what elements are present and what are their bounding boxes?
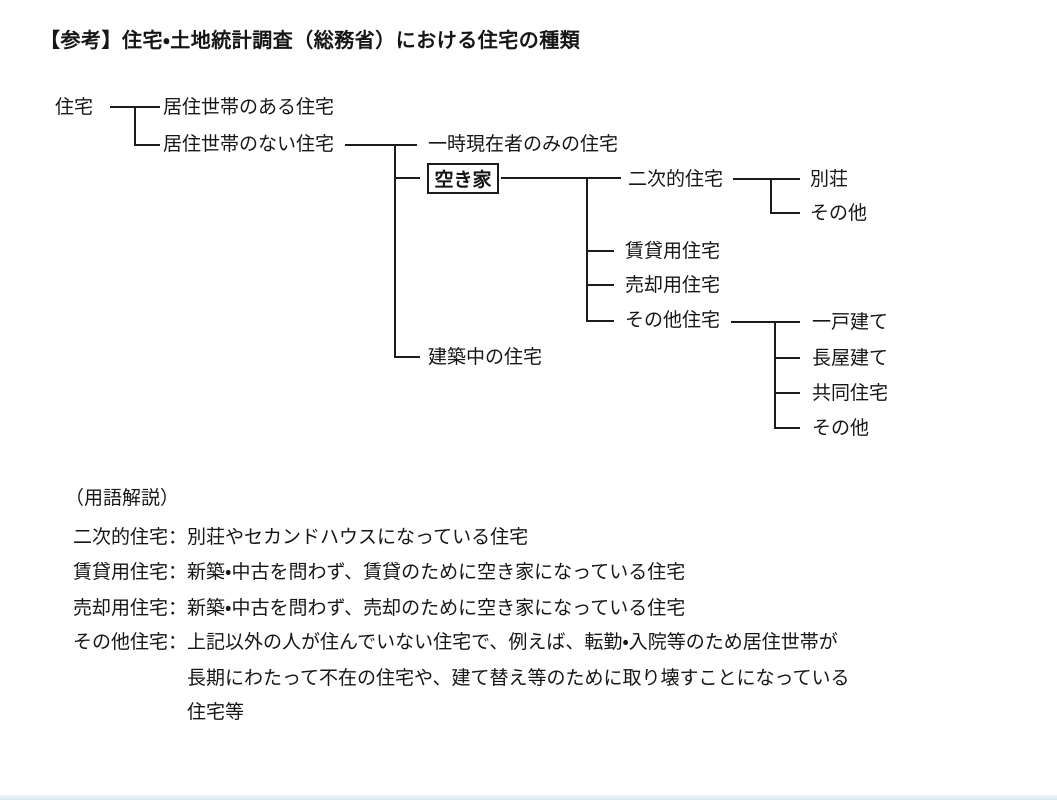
glossary-term: 売却用住宅 [73, 597, 169, 619]
tree-node-other-housing-other: その他 [812, 417, 870, 439]
connector-root-vertical [134, 106, 136, 146]
tree-node-detached: 一戸建て [812, 311, 889, 333]
glossary-entry-for-sale: 売却用住宅：新築・中古を問わず、売却のために空き家になっている住宅 [73, 595, 685, 621]
tree-node-root: 住宅 [55, 96, 94, 118]
glossary-definition-continuation: 長期にわたって不在の住宅や、建て替え等のために取り壊すことになっている [187, 667, 850, 689]
tree-node-vacant-box: 空き家 [427, 163, 499, 194]
tree-node-other-housing: その他住宅 [625, 309, 721, 331]
connector-for-rent-tick [586, 250, 614, 252]
glossary-definition: 上記以外の人が住んでいない住宅で、例えば、転勤・入院等のため居住世帯が [187, 631, 838, 653]
tree-node-vacant-label: 空き家 [434, 169, 492, 191]
connector-unoccupied-top [345, 144, 417, 146]
glossary-entry-secondary: 二次的住宅：別荘やセカンドハウスになっている住宅 [73, 524, 528, 550]
connector-other-tick [774, 427, 800, 429]
glossary-heading: （用語解説） [65, 487, 180, 509]
glossary-definition: 新築・中古を問わず、賃貸のために空き家になっている住宅 [187, 561, 686, 583]
tree-node-temporary-residents-only: 一時現在者のみの住宅 [428, 133, 619, 155]
tree-node-under-construction: 建築中の住宅 [428, 346, 543, 368]
tree-node-for-rent: 賃貸用住宅 [625, 240, 721, 262]
connector-for-sale-tick [586, 284, 614, 286]
connector-vacant-tick [394, 177, 420, 179]
tree-node-occupied: 居住世帯のある住宅 [163, 96, 335, 118]
glossary-term: その他住宅 [73, 631, 169, 653]
tree-node-unoccupied: 居住世帯のない住宅 [163, 133, 335, 155]
glossary-definition-continuation: 住宅等 [187, 701, 245, 723]
tree-node-row-house: 長屋建て [812, 347, 889, 369]
connector-row-house-tick [774, 357, 800, 359]
glossary-separator: ： [168, 561, 188, 583]
glossary-entry-for-rent: 賃貸用住宅：新築・中古を問わず、賃貸のために空き家になっている住宅 [73, 559, 685, 585]
connector-root-bottom [134, 144, 160, 146]
connector-vacant-to-secondary [501, 177, 621, 179]
tree-node-apartment: 共同住宅 [812, 382, 889, 404]
glossary-separator: ： [168, 631, 188, 653]
glossary-definition: 新築・中古を問わず、売却のために空き家になっている住宅 [187, 597, 686, 619]
tree-node-villa: 別荘 [810, 168, 849, 190]
connector-vacant-vertical [586, 177, 588, 322]
connector-secondary-bottom [770, 212, 800, 214]
tree-node-for-sale: 売却用住宅 [625, 274, 721, 296]
connector-other-housing-vertical [774, 321, 776, 429]
glossary-term: 二次的住宅 [73, 526, 169, 548]
glossary-definition: 別荘やセカンドハウスになっている住宅 [187, 526, 529, 548]
connector-unoccupied-vertical [394, 144, 396, 358]
connector-secondary-top [733, 178, 800, 180]
glossary-entry-other-housing: その他住宅：上記以外の人が住んでいない住宅で、例えば、転勤・入院等のため居住世帯… [73, 629, 838, 655]
connector-under-construction-tick [394, 356, 420, 358]
tree-node-secondary: 二次的住宅 [628, 168, 724, 190]
tree-node-secondary-other: その他 [810, 202, 868, 224]
connector-apartment-tick [774, 392, 800, 394]
page-bottom-edge [0, 795, 1057, 800]
connector-secondary-vertical [770, 178, 772, 214]
glossary-term: 賃貸用住宅 [73, 561, 169, 583]
glossary-separator: ： [168, 526, 188, 548]
connector-other-housing-top [731, 321, 800, 323]
page-title: 【参考】住宅・土地統計調査（総務省）における住宅の種類 [40, 28, 581, 52]
glossary-separator: ： [168, 597, 188, 619]
connector-other-housing-tick [586, 320, 614, 322]
